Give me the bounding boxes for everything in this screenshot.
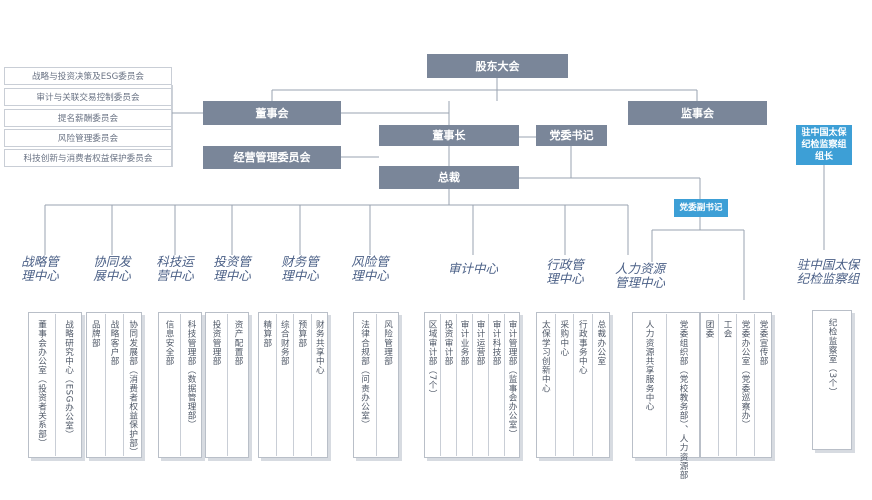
department-divider xyxy=(123,314,125,456)
department-label: 审计科技部 xyxy=(491,320,501,366)
department-label: 人力资源共享服务中心 xyxy=(644,320,654,411)
department-label: 党委组织部（党校教务部）、人力资源部 xyxy=(678,320,688,480)
department-divider xyxy=(736,314,737,456)
department-divider xyxy=(275,314,277,456)
department-label: 精算部 xyxy=(261,320,272,348)
department-divider xyxy=(472,314,473,456)
department-divider xyxy=(104,314,106,456)
center-title: 财务管理中心 xyxy=(281,254,319,283)
department-label: 投资管理部 xyxy=(211,320,221,366)
department-divider xyxy=(227,314,228,456)
exec-committee-box: 经营管理委员会 xyxy=(203,146,341,169)
department-label: 董事会办公室（投资者关系部） xyxy=(36,320,47,448)
chairman-box: 董事长 xyxy=(379,125,519,146)
department-divider xyxy=(310,314,312,456)
department-divider xyxy=(376,314,377,456)
department-divider xyxy=(488,314,489,456)
department-label: 党委宣传部 xyxy=(758,320,768,366)
president-box: 总裁 xyxy=(379,166,519,189)
department-label: 综合财务部 xyxy=(279,320,290,366)
department-divider xyxy=(666,314,667,456)
deputy-secretary-box: 党委副书记 xyxy=(674,199,728,217)
department-label: 审计管理部（监事会办公室） xyxy=(507,320,517,439)
department-label: 太保学习创新中心 xyxy=(540,320,551,393)
department-label: 区域审计部（7个） xyxy=(427,320,437,399)
department-label: 总裁办公室 xyxy=(595,320,606,366)
committee-item: 审计与关联交易控制委员会 xyxy=(4,88,172,106)
department-label: 财务共享中心 xyxy=(314,320,325,375)
department-divider xyxy=(440,314,441,456)
department-label: 采购中心 xyxy=(558,320,569,357)
department-divider xyxy=(180,314,181,456)
department-divider xyxy=(591,314,593,456)
department-label: 战略研究中心（ESG办公室） xyxy=(63,320,74,440)
department-label: 预算部 xyxy=(296,320,307,348)
board-box: 董事会 xyxy=(203,101,341,125)
party-secretary-box: 党委书记 xyxy=(536,125,607,146)
department-divider xyxy=(754,314,755,456)
department-label: 品牌部 xyxy=(90,320,101,348)
department-label: 法律合规部（问责办公室） xyxy=(359,320,370,430)
department-label: 风险管理部 xyxy=(382,320,393,366)
committee-item: 风险管理委员会 xyxy=(4,129,172,147)
department-label: 审计业务部 xyxy=(459,320,469,366)
department-card xyxy=(812,310,852,450)
department-divider xyxy=(573,314,574,456)
department-label: 协同发展部（消费者权益保护部） xyxy=(127,320,138,457)
department-card xyxy=(86,312,142,458)
committee-item: 科技创新与消费者权益保护委员会 xyxy=(4,149,172,167)
center-title: 审计中心 xyxy=(447,261,498,276)
department-divider xyxy=(718,314,719,456)
department-divider xyxy=(55,314,56,456)
department-divider xyxy=(504,314,505,456)
center-title: 风险管理中心 xyxy=(351,254,389,283)
department-label: 信息安全部 xyxy=(164,320,174,366)
center-title: 行政管理中心 xyxy=(546,257,584,286)
center-title: 人力资源管理中心 xyxy=(614,261,665,290)
department-label: 团委 xyxy=(704,320,714,339)
department-label: 战略客户部 xyxy=(109,320,119,366)
center-title: 科技运营中心 xyxy=(156,254,194,283)
department-divider xyxy=(456,314,457,456)
department-label: 行政事务中心 xyxy=(577,320,588,375)
department-divider xyxy=(293,314,294,456)
committee-item: 战略与投资决策及ESG委员会 xyxy=(4,67,172,85)
department-label: 投资审计部 xyxy=(443,320,453,366)
center-title: 战略管理中心 xyxy=(21,254,59,283)
committee-item: 提名薪酬委员会 xyxy=(4,109,172,127)
inspection-head-box: 驻中国太保纪检监察组组长 xyxy=(796,125,852,165)
center-title: 协同发展中心 xyxy=(93,254,131,283)
center-title: 投资管理中心 xyxy=(213,254,251,283)
center-title: 驻中国太保纪检监察组 xyxy=(796,257,860,286)
department-label: 审计运营部 xyxy=(475,320,485,366)
department-label: 党委办公室（党委巡察办） xyxy=(740,320,750,430)
department-label: 纪检监察室（3个） xyxy=(827,318,837,397)
supervisors-box: 监事会 xyxy=(628,101,767,125)
department-label: 科技管理部（数据管理部） xyxy=(186,320,196,430)
department-divider xyxy=(554,314,556,456)
shareholders-meeting-box: 股东大会 xyxy=(427,54,568,78)
department-label: 资产配置部 xyxy=(233,320,243,366)
department-label: 工会 xyxy=(722,320,732,339)
